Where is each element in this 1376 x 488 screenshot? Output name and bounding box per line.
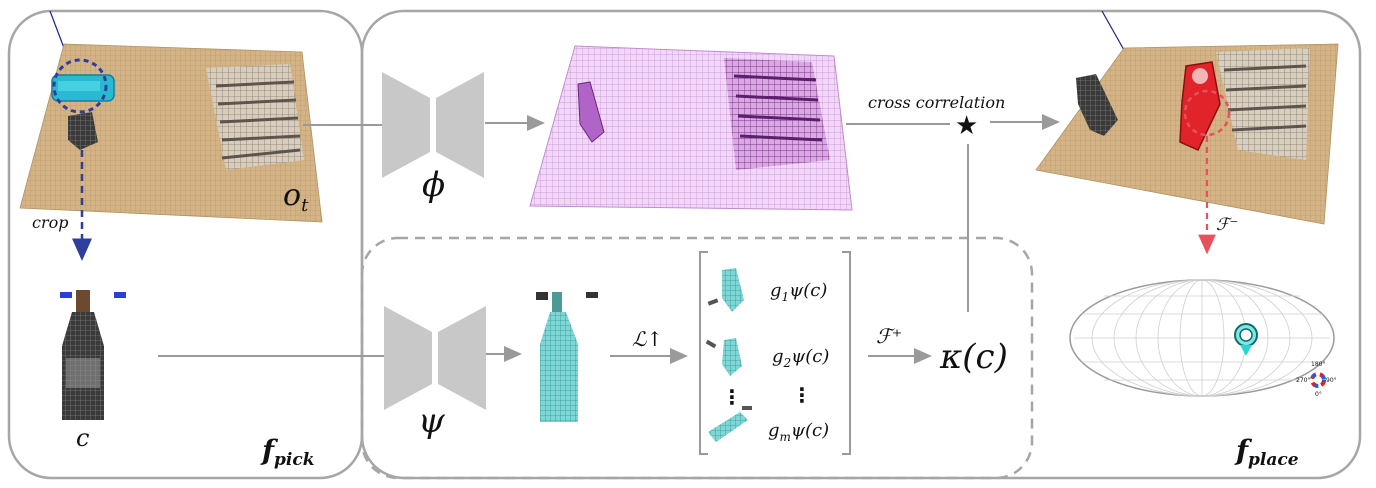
place-target-circle [1183,89,1231,137]
f-plus-label: ℱ⁺ [876,324,902,348]
pick-title: fpick [260,434,315,470]
cross-correlation-star: ★ [955,111,978,141]
lifted-feature-1 [707,268,744,312]
pick-target-circle [52,58,108,114]
f-minus-label: ℱ⁻ [1216,215,1238,235]
place-title: fplace [1234,434,1299,470]
place-panel-border [360,9,1362,480]
crop-label: crop [32,213,68,232]
right-bracket [842,251,851,455]
lifted-feature-2 [705,338,742,376]
group-item-2: g2ψ(c) [772,346,829,370]
compass-bottom: 0° [1315,391,1322,398]
lift-label: ℒ↑ [632,327,663,351]
cross-correlation-label: cross correlation [868,93,1005,112]
psi-label: ψ [418,401,445,441]
compass-right: 90° [1326,377,1337,384]
group-item-1: g1ψ(c) [770,280,827,304]
lifted-feature-m [708,406,752,442]
left-bracket [699,251,708,455]
compass-top: 180° [1311,361,1325,368]
object-feature [536,292,598,422]
color-wheel-legend [1310,372,1326,388]
observation-scene [19,10,323,223]
place-scene [1035,10,1339,225]
compass-left: 270° [1296,377,1310,384]
phi-encoder [382,72,484,178]
orientation-map [1069,279,1335,397]
dots-right: ⋮ [792,383,812,407]
observation-label: ot [283,178,309,216]
scene-feature-map [529,45,853,211]
crop-variable: c [76,424,89,452]
equivariant-panel-border [360,236,1034,480]
dots-left: ⋮ [722,385,742,409]
phi-label: ϕ [422,165,445,205]
cropped-object [60,290,126,420]
kappa-label: κ(c) [939,337,1008,377]
group-item-m: gmψ(c) [768,420,829,444]
psi-encoder [384,306,486,410]
